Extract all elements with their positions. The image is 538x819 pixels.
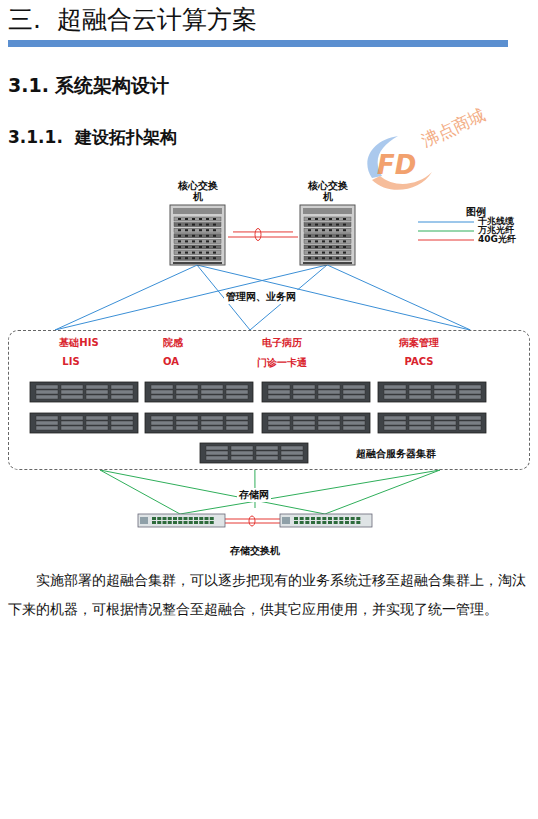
node-label: 核心交换 机 (172, 180, 224, 202)
system-label: 基础HIS (59, 336, 98, 350)
connector (327, 265, 470, 330)
server-figure (262, 413, 370, 433)
server-figure (200, 443, 308, 463)
devices (30, 205, 486, 527)
storage-switch-figure (280, 514, 372, 527)
server-figure (262, 382, 370, 402)
storage-switch-group: 存储交换机 (130, 508, 380, 564)
cluster-group: 基础HIS LIS 院感 OA 电子病历门诊一卡通 病案管理 PACS 超融合服务器集群 (8, 330, 530, 470)
watermark-logo (367, 136, 432, 190)
system-label: 病案管理 (399, 336, 439, 350)
connector (55, 265, 197, 330)
storage-switch-figure (138, 514, 225, 527)
fiber-line (225, 523, 280, 524)
system-label: OA (163, 356, 179, 367)
core-switch: 核心交换 机 (163, 178, 233, 265)
legend-text: 千兆线缆 (478, 216, 514, 226)
server-figure (145, 382, 253, 402)
node-label: 存储交换机 (230, 544, 280, 558)
server-figure (378, 413, 486, 433)
section-heading: 3.1. 系统架构设计 (8, 73, 170, 99)
bundle-mark (249, 516, 255, 526)
network-label: 管理网、业务网 (224, 290, 298, 304)
body-paragraph: 实施部署的超融合集群，可以逐步把现有的业务系统迁移至超融合集群上，淘汰下来的机器… (8, 566, 530, 624)
core-switch-figure (300, 205, 355, 265)
fiber-line (228, 237, 298, 238)
core-switch-figure (170, 205, 225, 265)
title-bar (8, 40, 508, 47)
system-label: 超融合服务器集群 (356, 447, 436, 461)
bundle-mark (255, 229, 261, 241)
system-label: 门诊一卡通 (257, 356, 307, 370)
page-title: 三. 超融合云计算方案 (8, 4, 257, 36)
server-figure (30, 382, 138, 402)
network-lines (55, 265, 470, 330)
watermark-logo-text: FD (377, 150, 416, 180)
legend-line (418, 222, 474, 223)
server-figure (378, 382, 486, 402)
node-label: 核心交换 机 (302, 180, 354, 202)
legend-text: 40G光纤 (478, 234, 516, 244)
server-figure (145, 413, 253, 433)
system-label: PACS (405, 356, 434, 367)
storage-lines (100, 470, 440, 514)
connector (233, 231, 293, 232)
system-label: 院感 (163, 336, 183, 350)
fiber-line (225, 519, 280, 520)
watermark: 沸点商城 (418, 103, 489, 153)
server-figure (30, 413, 138, 433)
network-label: 存储网 (237, 488, 271, 502)
subsection-heading: 3.1.1. 建设拓扑架构 (8, 126, 177, 149)
legend-line (418, 231, 474, 232)
system-label: 电子病历 (262, 336, 302, 350)
legend-text: 万兆光纤 (478, 225, 514, 235)
legend-line (418, 240, 474, 241)
core-switch: 核心交换 机 (293, 178, 363, 265)
system-label: LIS (62, 356, 79, 367)
